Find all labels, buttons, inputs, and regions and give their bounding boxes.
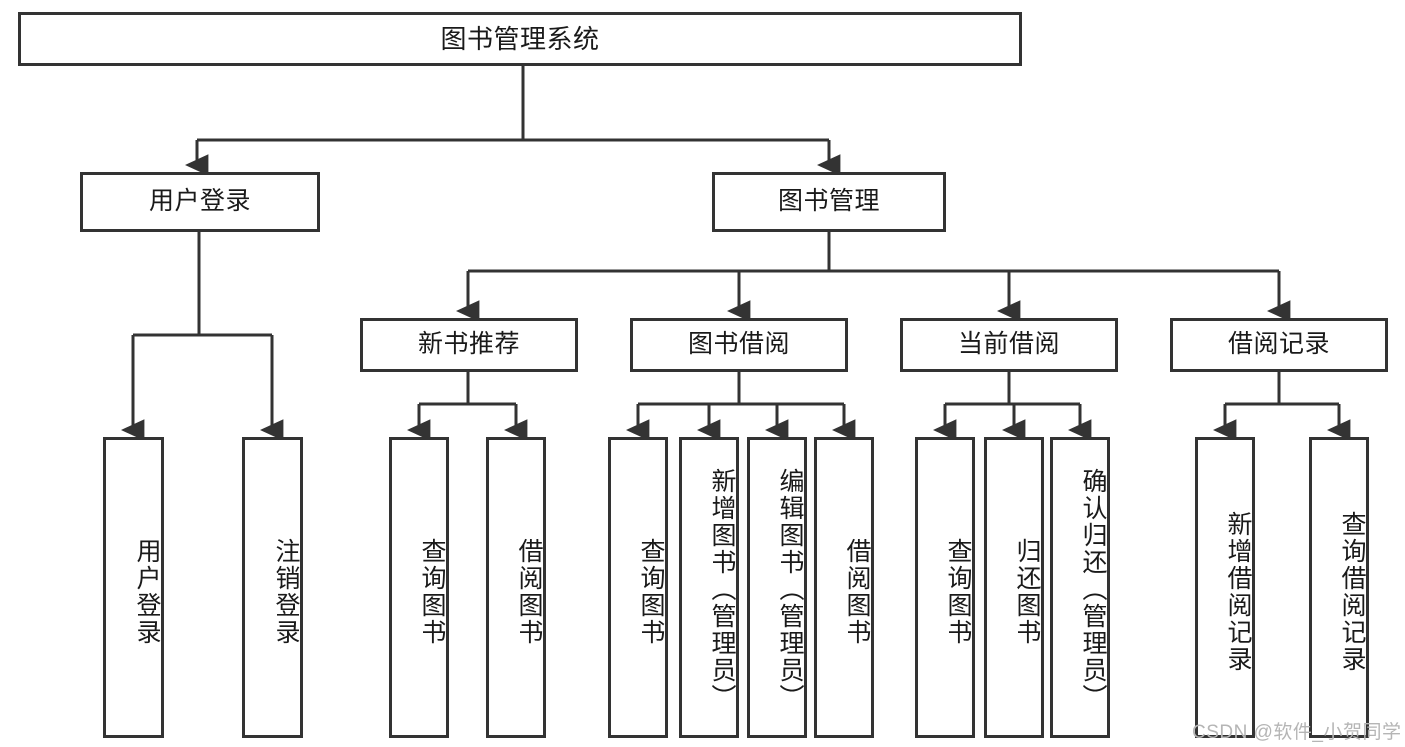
leaf-user-login-logout[interactable]: 注销登录 — [242, 437, 303, 738]
node-label: 确认归还（管理员） — [1079, 468, 1107, 711]
leaf-recommend-borrow-book[interactable]: 借阅图书 — [486, 437, 546, 738]
node-label: 注销登录 — [272, 537, 300, 646]
node-label: 图书管理 — [777, 187, 880, 216]
leaf-record-query-record[interactable]: 查询借阅记录 — [1309, 437, 1369, 738]
node-label: 编辑图书（管理员） — [776, 468, 804, 711]
leaf-current-query-book[interactable]: 查询图书 — [915, 437, 975, 738]
node-label: 图书管理系统 — [440, 23, 600, 54]
leaf-current-confirm-return-admin[interactable]: 确认归还（管理员） — [1050, 437, 1110, 738]
node-book-borrow[interactable]: 图书借阅 — [630, 318, 848, 372]
node-label: 图书借阅 — [687, 330, 790, 359]
leaf-borrow-query-book[interactable]: 查询图书 — [608, 437, 668, 738]
node-label: 查询图书 — [637, 537, 665, 646]
leaf-record-add-record[interactable]: 新增借阅记录 — [1195, 437, 1255, 738]
node-label: 用户登录 — [148, 187, 251, 216]
node-label: 新书推荐 — [417, 330, 520, 359]
node-label: 借阅图书 — [843, 537, 871, 646]
node-borrow-record[interactable]: 借阅记录 — [1170, 318, 1388, 372]
node-label: 当前借阅 — [957, 330, 1060, 359]
leaf-borrow-edit-book-admin[interactable]: 编辑图书（管理员） — [747, 437, 807, 738]
node-label: 用户登录 — [133, 537, 161, 646]
node-root-system[interactable]: 图书管理系统 — [18, 12, 1022, 66]
node-label: 新增图书（管理员） — [708, 468, 736, 711]
node-current-borrow[interactable]: 当前借阅 — [900, 318, 1118, 372]
leaf-borrow-borrow-book[interactable]: 借阅图书 — [814, 437, 874, 738]
node-label: 查询图书 — [944, 537, 972, 646]
node-label: 借阅记录 — [1227, 330, 1330, 359]
leaf-user-login-login[interactable]: 用户登录 — [103, 437, 164, 738]
leaf-recommend-query-book[interactable]: 查询图书 — [389, 437, 449, 738]
node-label: 查询借阅记录 — [1338, 510, 1366, 673]
node-user-login[interactable]: 用户登录 — [80, 172, 320, 232]
node-label: 借阅图书 — [515, 537, 543, 646]
node-label: 查询图书 — [418, 537, 446, 646]
node-book-management[interactable]: 图书管理 — [712, 172, 946, 232]
node-label: 新增借阅记录 — [1224, 510, 1252, 673]
leaf-borrow-add-book-admin[interactable]: 新增图书（管理员） — [679, 437, 739, 738]
leaf-current-return-book[interactable]: 归还图书 — [984, 437, 1044, 738]
node-label: 归还图书 — [1013, 537, 1041, 646]
node-new-book-recommend[interactable]: 新书推荐 — [360, 318, 578, 372]
watermark-text: CSDN @软件_小贺同学 — [1192, 722, 1402, 743]
